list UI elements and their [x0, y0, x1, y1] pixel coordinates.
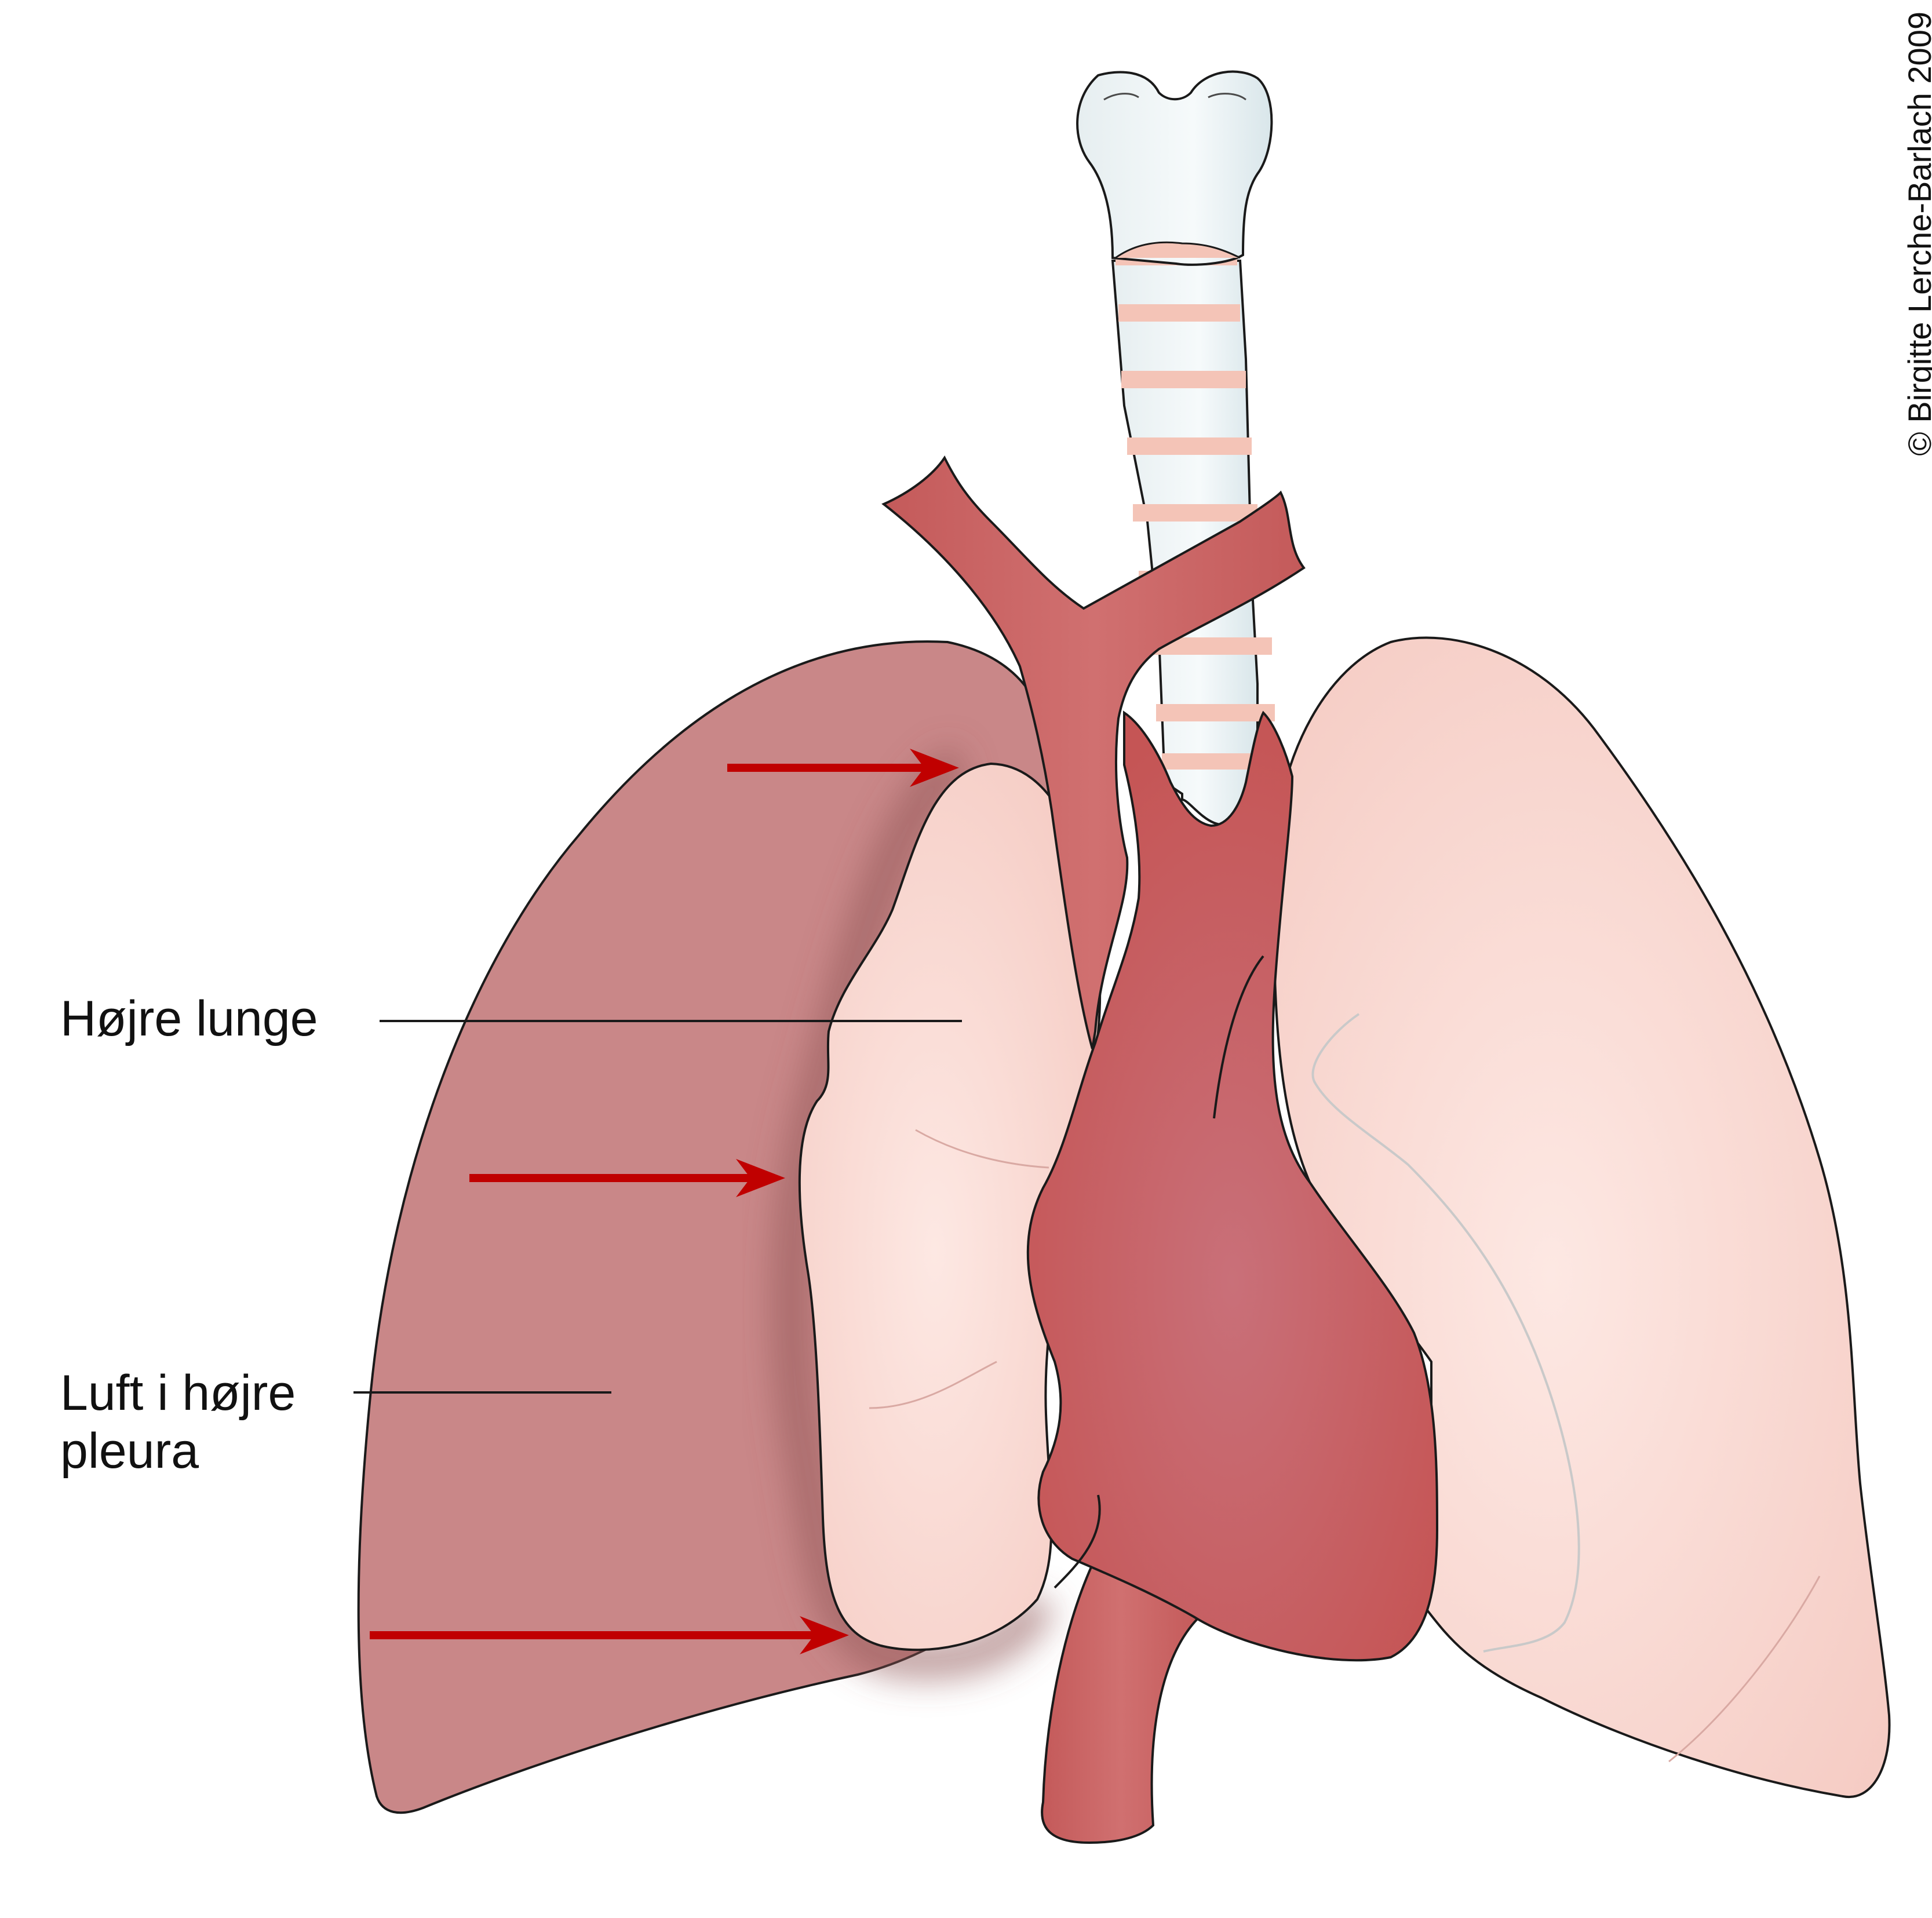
- arrow-middle: [469, 1159, 785, 1197]
- copyright-notice: © Birgitte Lerche-Barlach 2009: [1901, 12, 1932, 456]
- arrow-bottom: [370, 1616, 849, 1654]
- label-air-pleura-line2: pleura: [60, 1423, 199, 1479]
- descending-aorta: [1041, 1563, 1202, 1844]
- larynx-ridge: [1103, 93, 1246, 101]
- heart: [1026, 710, 1439, 1662]
- heart-lung-edge: [1054, 1494, 1101, 1589]
- collapsed-lung-fissure-upper: [915, 1129, 1049, 1169]
- larynx: [1076, 70, 1273, 266]
- heart-vessel-line: [1213, 955, 1264, 1119]
- label-right-lung: Højre lunge: [60, 991, 318, 1046]
- collapsed-lung-shadow: [771, 746, 1056, 1681]
- label-air-pleura-line1: Luft i højre: [60, 1365, 296, 1421]
- left-lung-fissure: [1668, 1576, 1821, 1763]
- collapsed-lung-fissure-lower: [869, 1361, 997, 1409]
- vena-cava-branches: [881, 455, 1306, 1049]
- left-lung-inner-contour: [1311, 1013, 1580, 1653]
- arrow-top: [727, 749, 959, 787]
- larynx-base: [1115, 241, 1241, 259]
